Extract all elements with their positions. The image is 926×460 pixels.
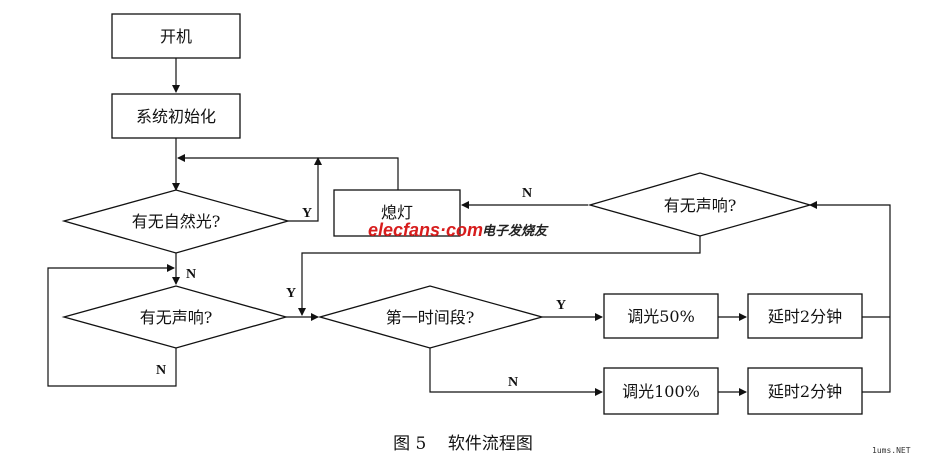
node-dim-50-label: 调光50%: [627, 307, 695, 326]
node-natural-light-decision: 有无自然光?: [61, 189, 291, 254]
node-power-on-label: 开机: [160, 27, 192, 46]
edge-delay-b-to-bus: [809, 201, 891, 393]
node-system-init-label: 系统初始化: [136, 107, 216, 126]
node-delay-a-label: 延时2分钟: [768, 307, 842, 326]
watermark: elecfans·com 电子发烧友: [368, 220, 549, 240]
node-sound-left-decision: 有无声响?: [61, 285, 289, 349]
node-sound-right-label: 有无声响?: [664, 196, 737, 215]
node-delay-2min-a: 延时2分钟: [747, 293, 863, 339]
label-light-yes: Y: [302, 206, 312, 221]
node-sound-right-decision: 有无声响?: [587, 172, 813, 237]
label-sound-left-no: N: [156, 363, 166, 378]
edge-sound-left-no-loop: [47, 264, 177, 387]
node-dim-100-label: 调光100%: [622, 382, 700, 401]
node-power-on: 开机: [111, 13, 241, 59]
edge-light-yes-loop: [288, 157, 322, 222]
watermark-suffix: 电子发烧友: [482, 223, 549, 239]
edge-sound-right-yes: [298, 236, 701, 316]
node-natural-light-label: 有无自然光?: [132, 212, 221, 231]
node-dim-50: 调光50%: [603, 293, 719, 339]
label-period-yes: Y: [556, 298, 566, 313]
edge-off-to-join: [177, 154, 399, 190]
label-sound-right-no: N: [522, 186, 532, 201]
node-dim-100: 调光100%: [603, 367, 719, 415]
figure-caption: 图 5 软件流程图: [393, 434, 533, 454]
node-sound-left-label: 有无声响?: [140, 308, 213, 327]
label-sound-left-yes: Y: [286, 286, 296, 301]
node-system-init: 系统初始化: [111, 93, 241, 139]
edge-period-no: [429, 348, 603, 396]
corner-mark: 1ums.NET: [872, 446, 911, 455]
node-first-period-label: 第一时间段?: [386, 308, 475, 327]
label-light-no: N: [186, 267, 196, 282]
node-delay-2min-b: 延时2分钟: [747, 367, 863, 415]
watermark-brand: elecfans·com: [368, 220, 483, 240]
node-first-period-decision: 第一时间段?: [317, 285, 545, 349]
node-delay-b-label: 延时2分钟: [768, 382, 842, 401]
node-lights-off-label: 熄灯: [381, 203, 413, 222]
node-lights-off: 熄灯: [333, 189, 461, 237]
label-period-no: N: [508, 375, 518, 390]
